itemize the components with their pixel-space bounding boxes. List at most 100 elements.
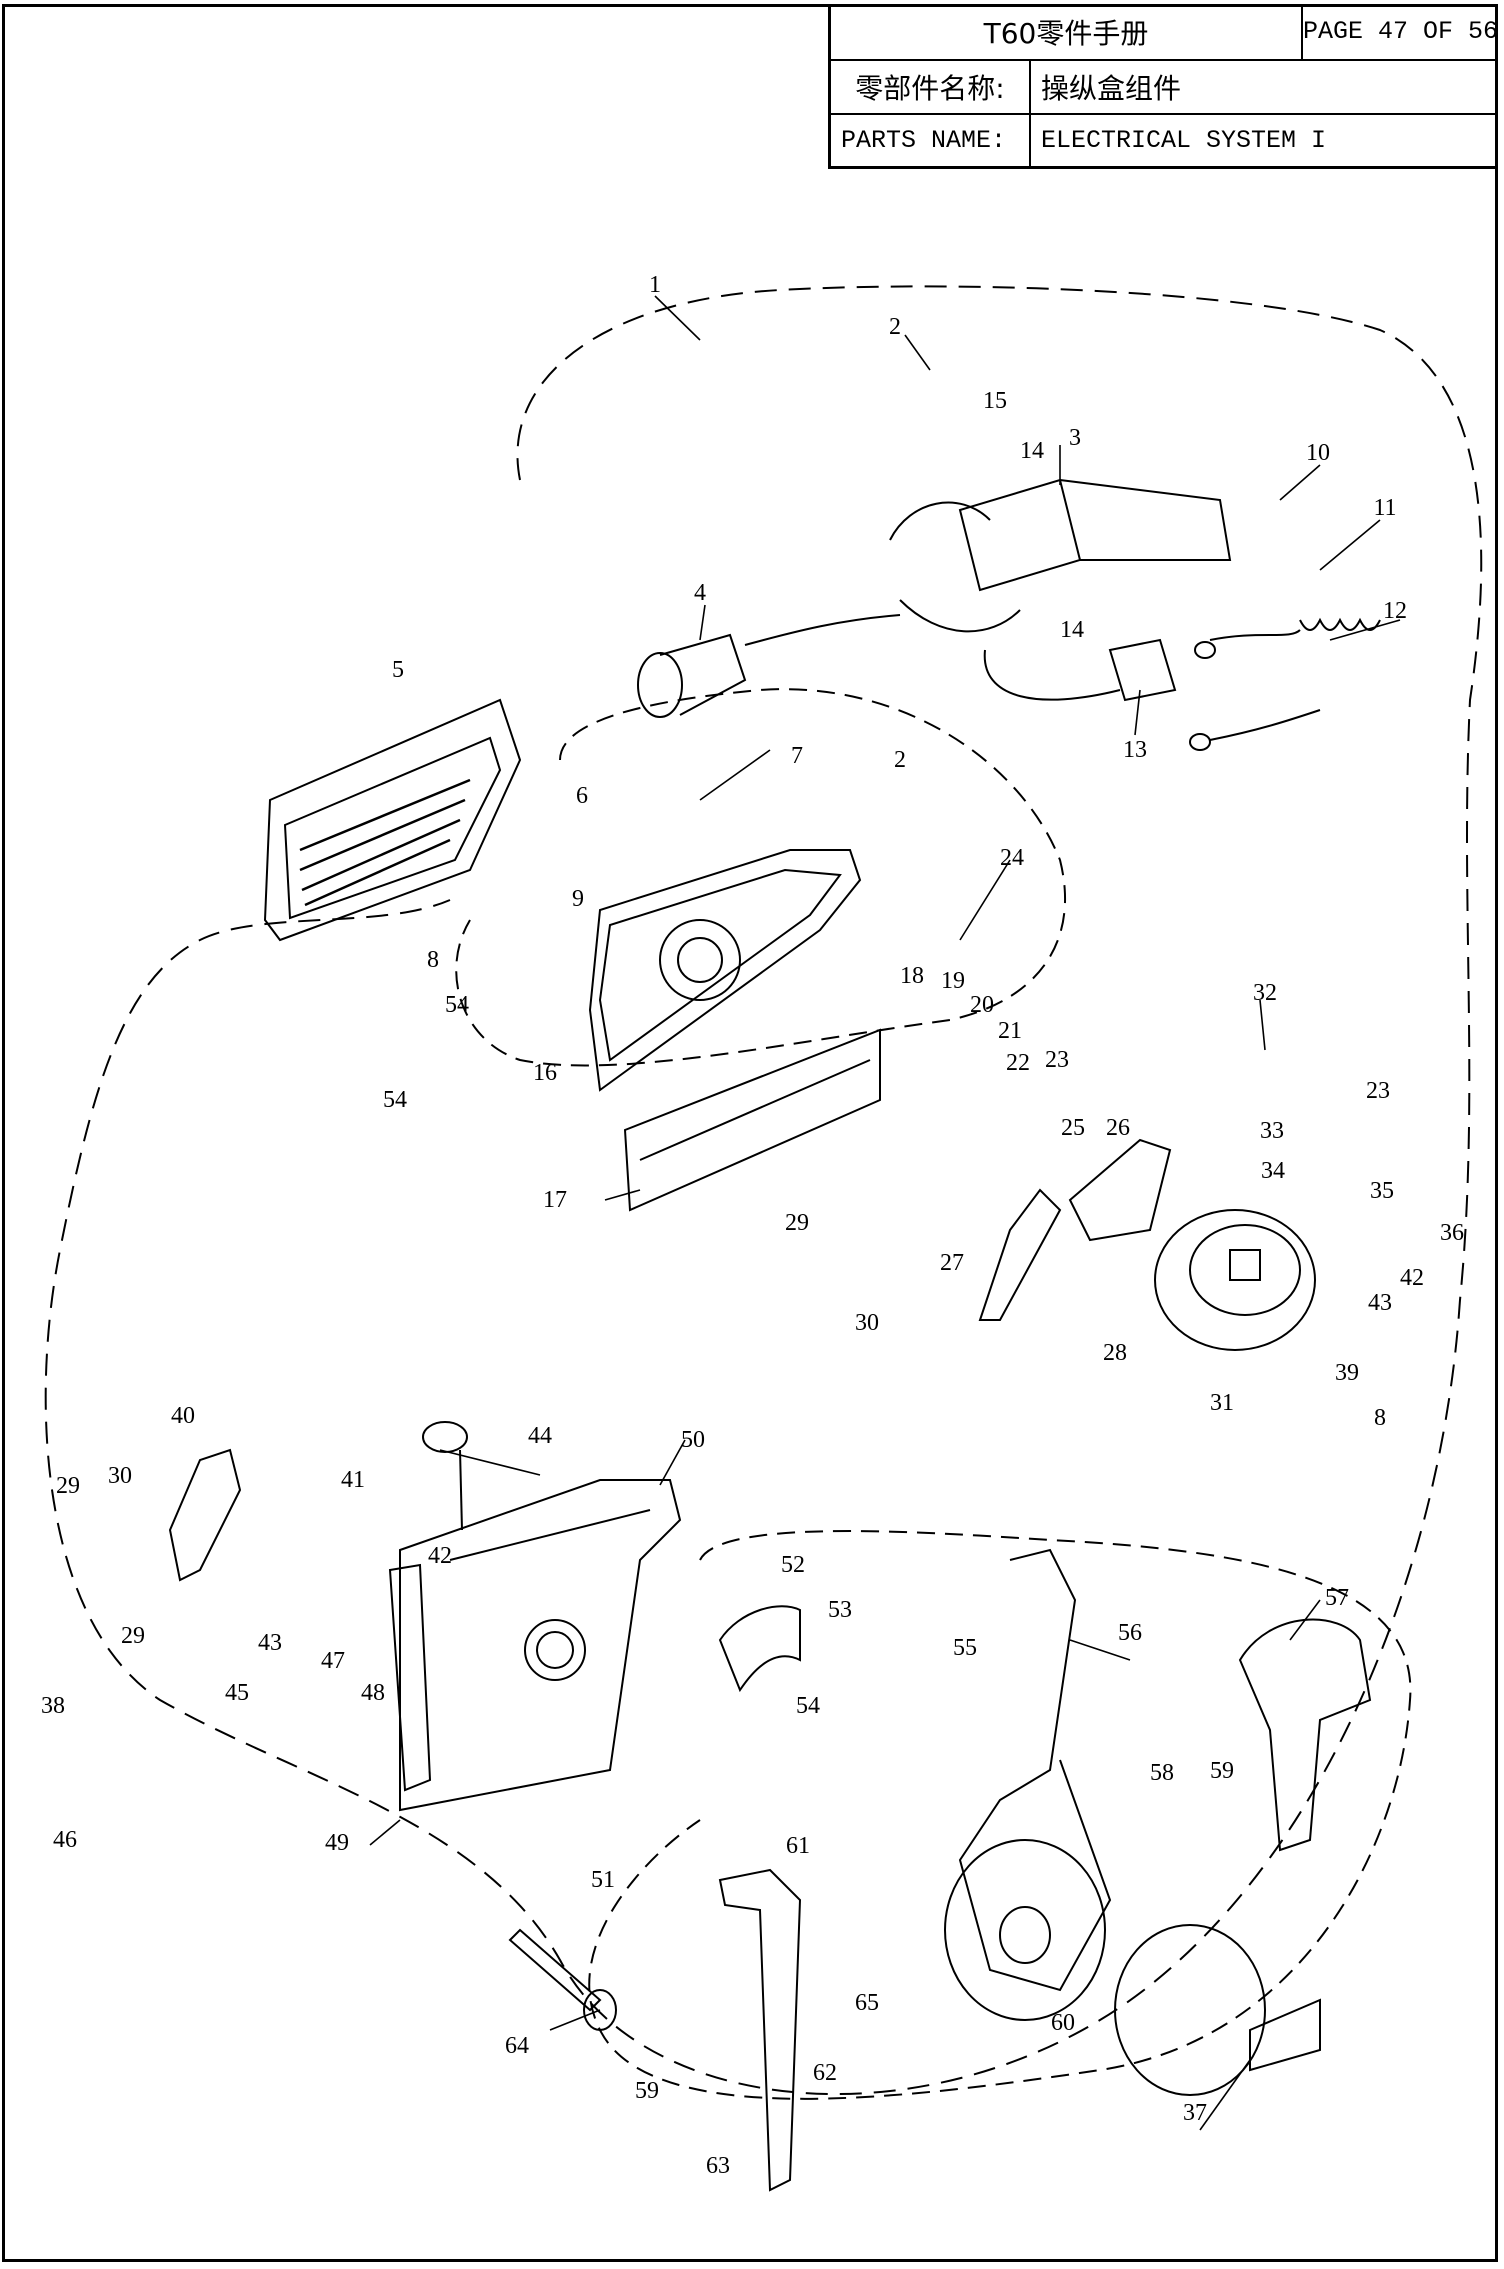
callout-20: 20	[970, 992, 994, 1018]
callout-17: 17	[543, 1187, 567, 1213]
assembly-outline-1	[44, 285, 1483, 2096]
callout-54-lower: 54	[383, 1087, 407, 1113]
part-44-knob	[422, 1421, 468, 1531]
callout-30-center: 30	[855, 1310, 879, 1336]
callout-44: 44	[528, 1423, 552, 1449]
callout-29-left: 29	[56, 1473, 80, 1499]
callout-65: 65	[855, 1990, 879, 2016]
callout-7: 7	[791, 743, 803, 769]
callout-21: 21	[998, 1018, 1022, 1044]
callout-19: 19	[941, 968, 965, 994]
callout-42-left: 42	[428, 1543, 452, 1569]
callout-29-lower: 29	[121, 1623, 145, 1649]
callout-51: 51	[591, 1867, 615, 1893]
callout-8-right: 8	[1374, 1405, 1386, 1431]
part-16-plate	[588, 849, 862, 1092]
part-49-housing	[388, 1563, 432, 1792]
callout-53: 53	[828, 1597, 852, 1623]
callout-47: 47	[321, 1648, 345, 1674]
callout-13: 13	[1123, 737, 1147, 763]
callout-40: 40	[171, 1403, 195, 1429]
part-3-key-switch	[889, 478, 1232, 633]
callout-60: 60	[1051, 2010, 1075, 2036]
callout-35: 35	[1370, 1178, 1394, 1204]
callout-22: 22	[1006, 1050, 1030, 1076]
callout-41: 41	[341, 1467, 365, 1493]
part-17-base	[623, 1028, 881, 1212]
en-name-row: PARTS NAME: ELECTRICAL SYSTEM I	[831, 115, 1498, 166]
part-27-lever	[978, 1188, 1062, 1321]
part-64-bolt	[508, 1928, 617, 2031]
callout-5: 5	[392, 657, 404, 683]
part-40-plate	[168, 1448, 242, 1582]
callout-50: 50	[681, 1427, 705, 1453]
part-5-cover	[263, 698, 522, 942]
part-57-handle	[1238, 1618, 1372, 1852]
callout-49: 49	[325, 1830, 349, 1856]
callout-26: 26	[1106, 1115, 1130, 1141]
assembly-outline-24	[455, 688, 1066, 1067]
en-name-value: ELECTRICAL SYSTEM I	[1041, 126, 1327, 155]
part-60-cap	[1114, 1924, 1266, 2096]
callout-3: 3	[1069, 425, 1081, 451]
callout-12: 12	[1383, 598, 1407, 624]
callout-10: 10	[1306, 440, 1330, 466]
en-name-label: PARTS NAME:	[831, 115, 1031, 166]
callout-18: 18	[900, 963, 924, 989]
callout-4: 4	[694, 580, 706, 606]
callout-29-center: 29	[785, 1210, 809, 1236]
part-26-bracket	[1068, 1138, 1172, 1242]
callout-64: 64	[505, 2033, 529, 2059]
page-number: PAGE 47 OF 56	[1302, 17, 1499, 46]
callout-37: 37	[1183, 2100, 1207, 2126]
callout-54-bottom: 54	[796, 1693, 820, 1719]
callout-2-bottom: 2	[894, 747, 906, 773]
callout-32: 32	[1253, 980, 1277, 1006]
page-border	[2, 4, 1498, 2262]
callout-25: 25	[1061, 1115, 1085, 1141]
callout-8-left: 8	[427, 947, 439, 973]
callout-28: 28	[1103, 1340, 1127, 1366]
cn-name-label: 零部件名称:	[831, 61, 1031, 113]
callout-23-right: 23	[1366, 1078, 1390, 1104]
callout-2-top: 2	[889, 314, 901, 340]
callout-57: 57	[1325, 1585, 1349, 1611]
callout-55: 55	[953, 1635, 977, 1661]
callout-39: 39	[1335, 1360, 1359, 1386]
callout-15: 15	[983, 388, 1007, 414]
part-4-connector	[637, 614, 901, 718]
callout-30-left: 30	[108, 1463, 132, 1489]
callout-36: 36	[1440, 1220, 1464, 1246]
callout-14-top: 14	[1020, 438, 1044, 464]
callout-11: 11	[1373, 495, 1396, 521]
callout-33: 33	[1260, 1118, 1284, 1144]
cn-name-row: 零部件名称: 操纵盒组件	[831, 61, 1498, 115]
part-62-slide	[718, 1868, 802, 2192]
callout-59-bottom: 59	[635, 2078, 659, 2104]
part-52-ring	[718, 1605, 801, 1693]
callout-43-right: 43	[1368, 1290, 1392, 1316]
cn-name-value: 操纵盒组件	[1041, 72, 1182, 105]
callout-61: 61	[786, 1833, 810, 1859]
callout-34: 34	[1261, 1158, 1285, 1184]
title-block: T60零件手册 PAGE 47 OF 56 零部件名称: 操纵盒组件 PARTS…	[828, 4, 1498, 169]
part-37-label	[1249, 1998, 1321, 2072]
callout-58: 58	[1150, 1760, 1174, 1786]
callout-48: 48	[361, 1680, 385, 1706]
callout-46: 46	[53, 1827, 77, 1853]
callout-14-bottom: 14	[1060, 617, 1084, 643]
callout-16: 16	[533, 1060, 557, 1086]
manual-title: T60零件手册	[831, 4, 1303, 59]
callout-59-right: 59	[1210, 1758, 1234, 1784]
part-31-rotor	[1154, 1209, 1316, 1351]
callout-62: 62	[813, 2060, 837, 2086]
callout-54-upper: 54	[445, 992, 469, 1018]
callout-27: 27	[940, 1250, 964, 1276]
title-row: T60零件手册 PAGE 47 OF 56	[831, 4, 1498, 61]
callout-23-center: 23	[1045, 1047, 1069, 1073]
callout-56: 56	[1118, 1620, 1142, 1646]
callout-63: 63	[706, 2153, 730, 2179]
callout-31: 31	[1210, 1390, 1234, 1416]
